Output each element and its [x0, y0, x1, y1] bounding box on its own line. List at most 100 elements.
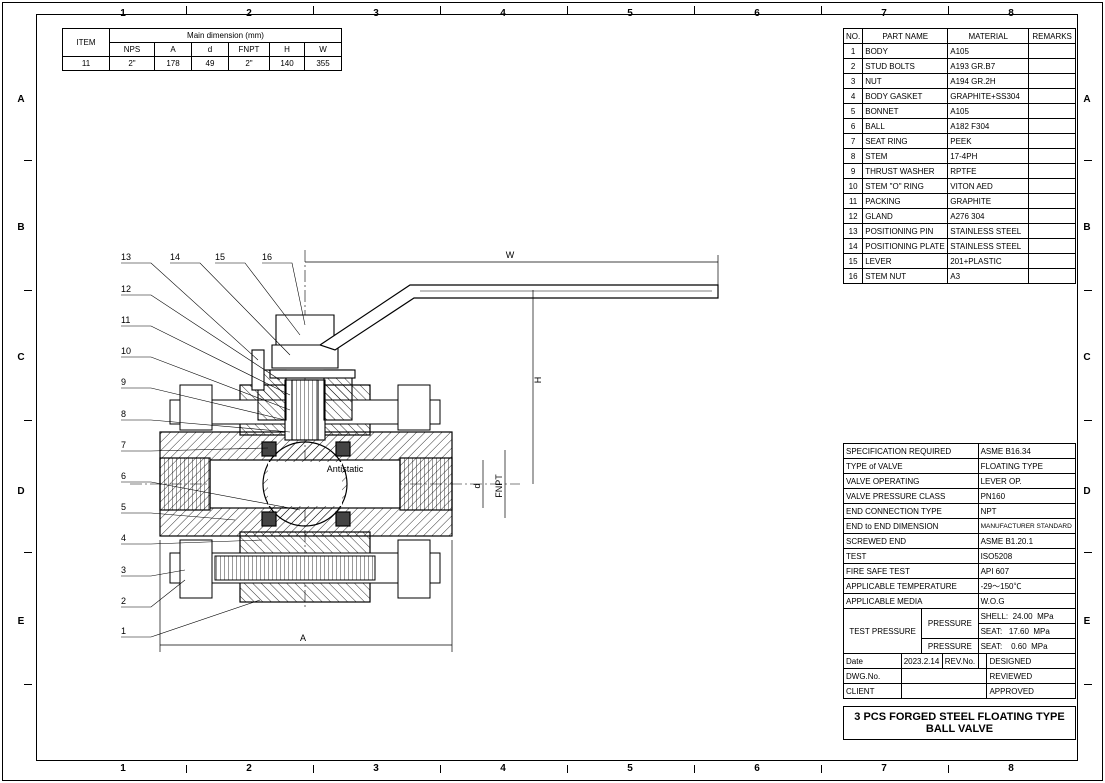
drawing-title: 3 PCS FORGED STEEL FLOATING TYPE BALL VA…	[843, 706, 1076, 740]
shell-pressure: SHELL: 24.00 MPa	[977, 608, 1077, 624]
zone-divider	[186, 6, 187, 14]
zone-divider	[440, 765, 441, 773]
callout-number: 6	[121, 471, 126, 481]
zone-divider	[1084, 420, 1092, 421]
table-row: 11 2" 178 49 2" 140 355	[62, 56, 342, 71]
zone-divider	[24, 160, 32, 161]
cell: 355	[304, 56, 342, 71]
dimension-lines	[159, 255, 719, 652]
zone-divider	[313, 6, 314, 14]
callout-number: 7	[121, 440, 126, 450]
zone-divider	[24, 420, 32, 421]
zone-letter: C	[1083, 352, 1091, 363]
callout-number: 2	[121, 596, 126, 606]
zone-number: 1	[120, 763, 126, 774]
zone-divider	[694, 6, 695, 14]
zone-letter: B	[17, 222, 25, 233]
zone-number: 5	[627, 8, 633, 19]
zone-divider	[948, 6, 949, 14]
callout-leader	[121, 539, 263, 545]
callout-leader	[121, 569, 186, 577]
callout-leader	[121, 599, 261, 638]
zone-number: 2	[246, 763, 252, 774]
zone-divider	[186, 765, 187, 773]
callout-leader	[121, 512, 236, 521]
callout-leader	[121, 294, 281, 381]
callout-number: 12	[121, 284, 131, 294]
callout-number: 11	[121, 315, 130, 325]
cell: 2"	[109, 56, 155, 71]
table-cell: 16	[842, 268, 864, 284]
callout-number: 15	[215, 252, 225, 262]
zone-number: 4	[500, 8, 506, 19]
zone-letter: D	[17, 486, 25, 497]
dim-H-label: H	[533, 377, 543, 384]
zone-divider	[821, 765, 822, 773]
callout-number: 1	[121, 626, 126, 636]
zone-divider	[821, 6, 822, 14]
callout-number: 9	[121, 377, 126, 387]
cell: 49	[191, 56, 229, 71]
zone-divider	[567, 765, 568, 773]
zone-number: 5	[627, 763, 633, 774]
callout-leader	[121, 356, 291, 411]
callout-number: 8	[121, 409, 126, 419]
zone-letter: A	[1083, 94, 1091, 105]
callout-leader	[121, 447, 269, 452]
callout-number: 13	[121, 252, 131, 262]
zone-letter: D	[1083, 486, 1091, 497]
callout-leader	[262, 262, 306, 326]
dim-d-label: d	[472, 483, 482, 488]
zone-divider	[1084, 684, 1092, 685]
zone-divider	[694, 765, 695, 773]
main-dimension-table: ITEM Main dimension (mm) NPS A d FNPT H …	[62, 28, 342, 71]
dim-W-label: W	[506, 250, 515, 260]
zone-divider	[1084, 160, 1092, 161]
zone-number: 3	[373, 8, 379, 19]
table-cell	[1028, 268, 1076, 284]
zone-number: 8	[1008, 8, 1014, 19]
zone-divider	[24, 684, 32, 685]
zone-number: 3	[373, 763, 379, 774]
test-pressure-label: TEST PRESSURE	[842, 608, 923, 654]
callout-leader	[121, 481, 301, 511]
callout-number: 10	[121, 346, 131, 356]
callout-leader	[121, 579, 186, 608]
zone-divider	[948, 765, 949, 773]
callout-number: 5	[121, 502, 126, 512]
lever	[318, 284, 719, 351]
approved-label: APPROVED	[986, 683, 1076, 699]
zone-number: 7	[881, 8, 887, 19]
zone-number: 6	[754, 763, 760, 774]
zone-divider	[567, 6, 568, 14]
callout-leader	[121, 387, 286, 421]
zone-number: 6	[754, 8, 760, 19]
zone-letter: E	[17, 616, 25, 627]
zone-divider	[313, 765, 314, 773]
drawing-frame	[36, 14, 1078, 761]
callout-leader	[215, 262, 301, 336]
zone-divider	[1084, 552, 1092, 553]
callout-leader	[121, 419, 291, 433]
zone-number: 4	[500, 763, 506, 774]
zone-letter: E	[1083, 616, 1091, 627]
antistatic-label: Antistatic	[327, 464, 364, 474]
callout-number: 4	[121, 533, 126, 543]
callout-leader	[121, 262, 259, 361]
callout-leader	[170, 262, 291, 356]
zone-divider	[440, 6, 441, 14]
zone-number: 2	[246, 8, 252, 19]
